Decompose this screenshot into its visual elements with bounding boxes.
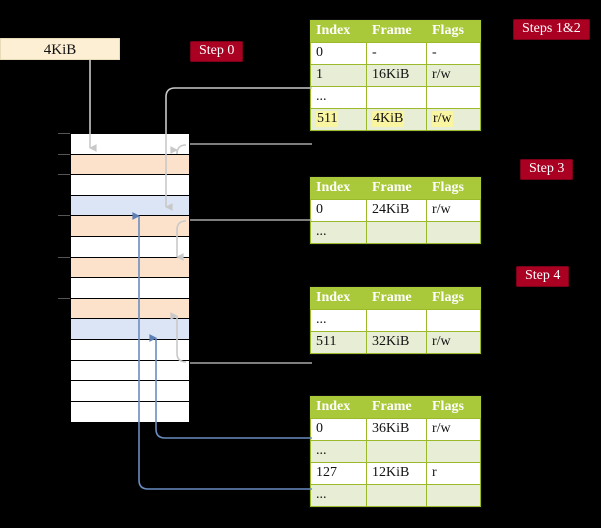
table-row: 0--: [310, 42, 481, 65]
column-header-flags: Flags: [426, 287, 481, 310]
cell-index: 0: [310, 199, 367, 222]
cell-flags: r/w: [426, 108, 481, 131]
cell-frame: 4KiB: [366, 108, 427, 131]
table-header-row: Index Frame Flags: [310, 396, 481, 419]
column-header-index: Index: [310, 20, 367, 43]
virtual-page-box: 4KiB: [0, 38, 120, 60]
cell-index: 0: [310, 418, 367, 441]
memory-frame-4kib: [70, 153, 190, 176]
cell-frame: 32KiB: [366, 331, 427, 354]
cell-index: ...: [310, 221, 367, 244]
cell-index: ...: [310, 86, 367, 109]
cell-index: 511: [310, 108, 367, 131]
memory-tick-4: [58, 215, 70, 217]
memory-frame-32kib: [70, 297, 190, 320]
column-header-frame: Frame: [366, 177, 427, 200]
cell-frame: [366, 484, 427, 507]
table-row: ...: [310, 440, 481, 463]
column-header-frame: Frame: [366, 287, 427, 310]
cell-index: 511: [310, 331, 367, 354]
table-row: ...: [310, 86, 481, 109]
cell-flags: [426, 309, 481, 332]
memory-frame-28kib: [70, 277, 190, 300]
cell-frame: [366, 221, 427, 244]
physical-memory-column: [70, 133, 190, 423]
column-header-frame: Frame: [366, 396, 427, 419]
cell-frame: [366, 86, 427, 109]
cell-index: 1: [310, 64, 367, 87]
memory-frame-0kib: [70, 133, 190, 155]
column-header-index: Index: [310, 396, 367, 419]
memory-frame-52kib: [70, 400, 190, 423]
cell-frame: 24KiB: [366, 199, 427, 222]
memory-frame-36kib: [70, 318, 190, 341]
badge-steps-1-2: Steps 1&2: [513, 19, 590, 40]
memory-frame-20kib: [70, 236, 190, 258]
cell-flags: r/w: [426, 199, 481, 222]
table-header-row: Index Frame Flags: [310, 177, 481, 200]
memory-frame-40kib: [70, 339, 190, 361]
cell-flags: -: [426, 42, 481, 65]
cell-frame: 36KiB: [366, 418, 427, 441]
memory-tick-2: [58, 174, 70, 176]
table-row: ...: [310, 221, 481, 244]
cell-flags: r: [426, 462, 481, 485]
table-header-row: Index Frame Flags: [310, 20, 481, 43]
cell-index: ...: [310, 440, 367, 463]
virtual-page-label: 4KiB: [43, 42, 77, 58]
badge-step-4: Step 4: [516, 266, 570, 287]
table-header-row: Index Frame Flags: [310, 287, 481, 310]
memory-tick-6: [58, 256, 70, 258]
memory-frame-24kib: [70, 256, 190, 279]
cell-frame: -: [366, 42, 427, 65]
column-header-flags: Flags: [426, 396, 481, 419]
cell-frame: [366, 309, 427, 332]
cell-flags: [426, 86, 481, 109]
column-header-index: Index: [310, 177, 367, 200]
cell-flags: r/w: [426, 64, 481, 87]
column-header-index: Index: [310, 287, 367, 310]
cell-index: 127: [310, 462, 367, 485]
table-row: ...: [310, 309, 481, 332]
column-header-frame: Frame: [366, 20, 427, 43]
cell-index: 0: [310, 42, 367, 65]
cell-flags: [426, 484, 481, 507]
cell-frame: [366, 440, 427, 463]
badge-step-0: Step 0: [190, 41, 244, 62]
memory-frame-12kib: [70, 194, 190, 217]
memory-tick-1: [58, 153, 70, 155]
cell-frame: 16KiB: [366, 64, 427, 87]
column-header-flags: Flags: [426, 20, 481, 43]
memory-frame-16kib: [70, 215, 190, 238]
memory-frame-48kib: [70, 380, 190, 403]
column-header-flags: Flags: [426, 177, 481, 200]
cell-frame: 12KiB: [366, 462, 427, 485]
memory-tick-8: [58, 297, 70, 299]
cell-index: ...: [310, 484, 367, 507]
cell-flags: r/w: [426, 418, 481, 441]
cell-flags: [426, 221, 481, 244]
table-row: ...: [310, 484, 481, 507]
memory-frame-44kib: [70, 359, 190, 382]
memory-tick-0: [58, 133, 70, 134]
badge-step-3: Step 3: [520, 159, 574, 180]
memory-frame-8kib: [70, 174, 190, 197]
cell-flags: r/w: [426, 331, 481, 354]
cell-flags: [426, 440, 481, 463]
cell-index: ...: [310, 309, 367, 332]
